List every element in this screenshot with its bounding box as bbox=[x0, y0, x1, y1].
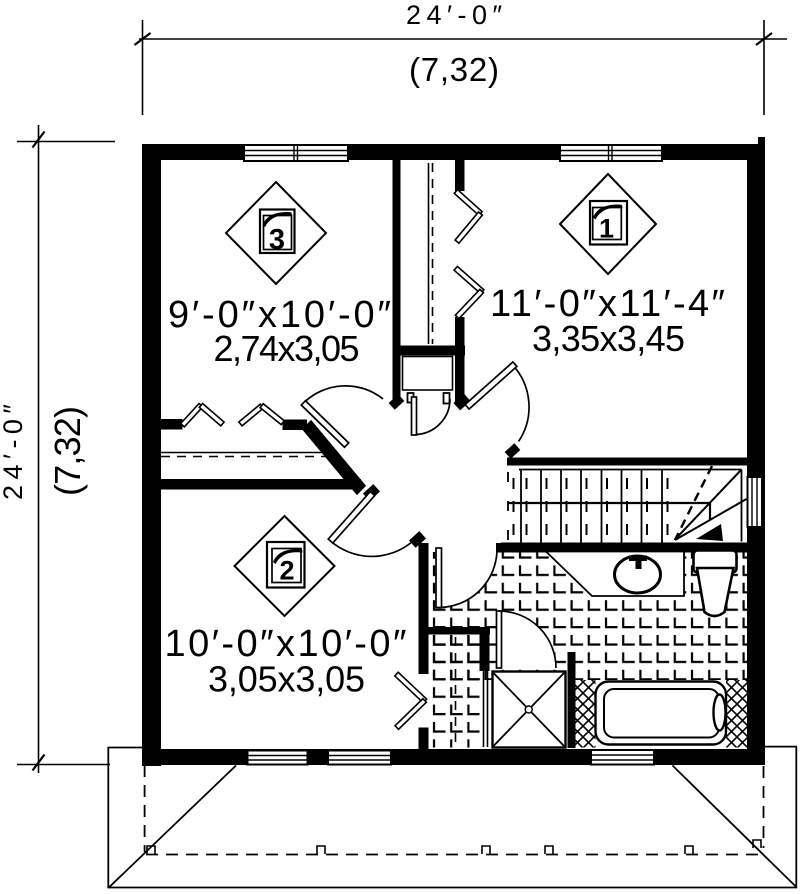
svg-text:2: 2 bbox=[279, 556, 294, 586]
svg-text:2,74x3,05: 2,74x3,05 bbox=[214, 328, 360, 369]
svg-text:3: 3 bbox=[269, 224, 285, 256]
svg-text:(7,32): (7,32) bbox=[409, 51, 499, 88]
svg-text:1: 1 bbox=[599, 214, 614, 244]
svg-text:9′-0″x10′-0″: 9′-0″x10′-0″ bbox=[168, 294, 391, 336]
svg-text:10′-0″x10′-0″: 10′-0″x10′-0″ bbox=[165, 623, 407, 665]
svg-text:3,35x3,45: 3,35x3,45 bbox=[532, 318, 685, 359]
svg-text:3,05x3,05: 3,05x3,05 bbox=[208, 659, 365, 700]
svg-text:(7,32): (7,32) bbox=[47, 406, 88, 496]
